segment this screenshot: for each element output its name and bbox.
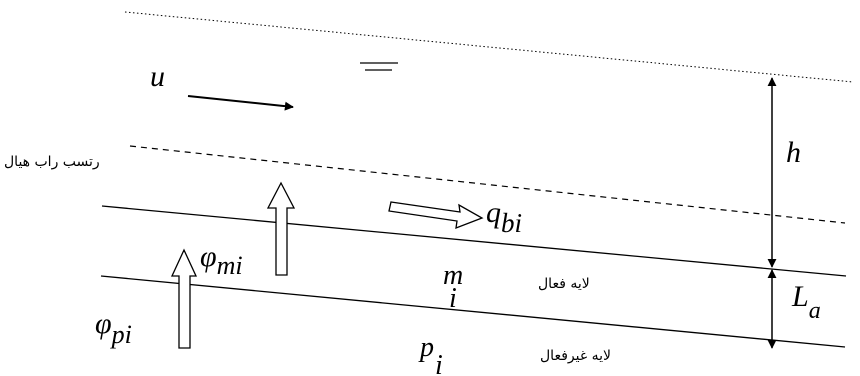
bed-surface-line: [101, 205, 847, 277]
depth-label: h: [786, 136, 801, 169]
substrate-fraction-main: p: [418, 332, 434, 363]
water-surface-line: [124, 11, 854, 83]
exchange-flux-p-sub: pi: [110, 320, 132, 349]
velocity-label: u: [150, 60, 165, 93]
substrate-fraction-label: pi: [418, 332, 443, 376]
active-layer-bottom-line: [100, 275, 846, 348]
inactive-layer-label: لایه غیرفعال: [540, 348, 611, 364]
exchange-flux-p-hollow-arrow: [170, 248, 198, 349]
bedload-flux-hollow-arrow: [388, 201, 484, 230]
bedload-layer-label: لایه بار بستر: [4, 154, 100, 170]
exchange-flux-p-label: φpi: [95, 307, 132, 349]
exchange-flux-m-sub: mi: [217, 251, 243, 280]
exchange-flux-m-main: φ: [200, 240, 217, 273]
velocity-arrow: [187, 95, 294, 111]
bedload-flux-label: qbi: [486, 196, 522, 238]
active-thickness-label: La: [791, 280, 821, 324]
substrate-fraction-sub: i: [435, 350, 443, 376]
active-fraction-sub: i: [449, 283, 457, 314]
bedload-layer-line: [129, 145, 846, 224]
active-layer-label: لایه فعال: [538, 276, 590, 292]
active-thickness-main: L: [791, 280, 809, 313]
active-fraction-main: m: [443, 260, 463, 291]
bedload-flux-sub: bi: [501, 208, 522, 238]
bedload-flux-main: q: [486, 196, 501, 229]
exchange-flux-m-label: φmi: [200, 240, 243, 280]
exchange-flux-p-main: φ: [95, 307, 112, 340]
exchange-flux-m-hollow-arrow: [266, 181, 296, 276]
active-thickness-sub: a: [809, 298, 821, 324]
